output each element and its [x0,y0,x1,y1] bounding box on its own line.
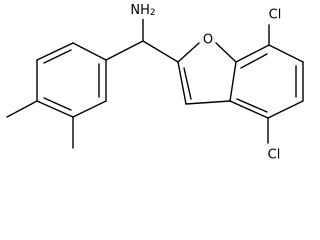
bond-to-furan [142,40,179,63]
bond [36,42,74,61]
atom-labels: NH2 O Cl Cl [130,3,281,163]
double-bond [236,98,268,113]
bond [185,100,231,105]
double-bond [43,97,72,111]
bond [267,100,304,119]
chlorine-7-label: Cl [269,8,282,23]
methyl-groups [6,100,74,149]
bond [235,44,270,63]
amine-label: NH2 [130,3,155,19]
chlorine-5-label: Cl [268,148,281,163]
methine-center [105,18,179,63]
bond-to-phenyl [105,40,144,61]
bond [177,42,200,63]
oxygen-label: O [203,33,213,48]
dimethylphenyl-ring [36,42,107,118]
double-bond [183,67,192,100]
bond [268,44,304,63]
benzofuran-ring [177,42,304,119]
bond [72,100,107,118]
bond [177,61,187,105]
double-bond [240,53,268,69]
bond [229,61,237,102]
bond [229,100,269,119]
chlorine-substituents [267,24,270,144]
double-bond [43,49,72,64]
bond [36,100,74,118]
bond [215,42,237,63]
structure-diagram: NH2 O Cl Cl [6,3,304,163]
methyl-bond [6,100,38,118]
bond [72,42,107,61]
